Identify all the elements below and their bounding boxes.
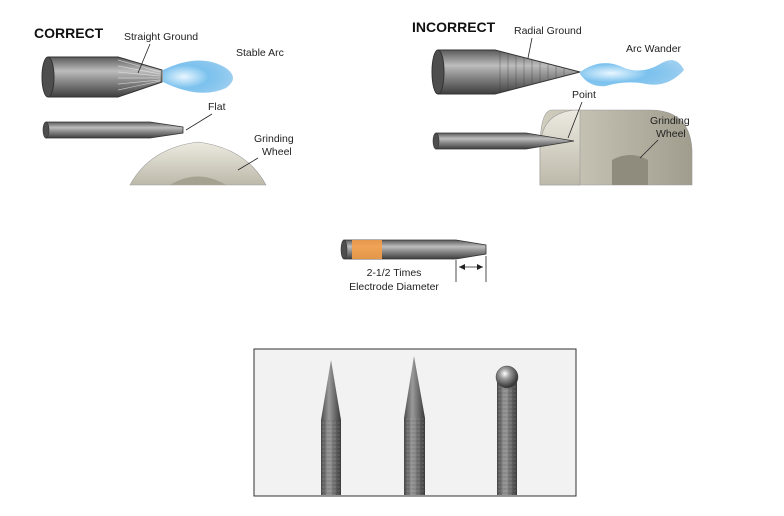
leader-grinding-wheel-correct [237, 157, 259, 171]
stable-arc-shape [163, 60, 233, 93]
leader-straight-ground [137, 43, 151, 74]
incorrect-heading: INCORRECT [412, 19, 496, 35]
balled-tip [495, 365, 519, 495]
sharpened-tip-1 [321, 360, 341, 495]
incorrect-grinding-wheel [539, 109, 693, 186]
leader-grinding-wheel-incorrect [639, 139, 659, 159]
taper-caption-line1: 2-1/2 Times [367, 267, 422, 279]
incorrect-electrode-radial-ground [431, 49, 582, 95]
leader-point [567, 101, 583, 139]
label-point: Point [572, 89, 596, 101]
label-grinding-wheel-line2: Wheel [656, 128, 686, 140]
color-band [352, 240, 382, 259]
label-grinding-wheel-line2: Wheel [262, 146, 292, 158]
label-radial-ground: Radial Ground [514, 25, 582, 37]
correct-electrode-straight-ground [41, 56, 163, 98]
electrode-tips-photo [253, 348, 577, 497]
correct-heading: CORRECT [34, 25, 104, 41]
label-grinding-wheel-line1: Grinding [254, 133, 294, 145]
taper-caption-line2: Electrode Diameter [349, 281, 439, 293]
leader-flat [185, 113, 213, 131]
label-flat: Flat [208, 101, 226, 113]
correct-panel: CORRECT Straight Ground Stable Arc [34, 25, 294, 186]
sharpened-tip-2 [404, 356, 425, 495]
correct-grinding-wheel [129, 141, 267, 186]
label-straight-ground: Straight Ground [124, 31, 198, 43]
incorrect-electrode-point [432, 132, 575, 150]
label-arc-wander: Arc Wander [626, 43, 682, 55]
taper-length-diagram: 2-1/2 Times Electrode Diameter [340, 239, 487, 293]
arc-wander-shape [580, 60, 684, 87]
label-stable-arc: Stable Arc [236, 47, 284, 59]
correct-electrode-flat [42, 121, 184, 139]
label-grinding-wheel-line1: Grinding [650, 115, 690, 127]
leader-radial-ground [527, 37, 533, 59]
incorrect-panel: INCORRECT Radial Ground Arc Wander [412, 19, 693, 186]
